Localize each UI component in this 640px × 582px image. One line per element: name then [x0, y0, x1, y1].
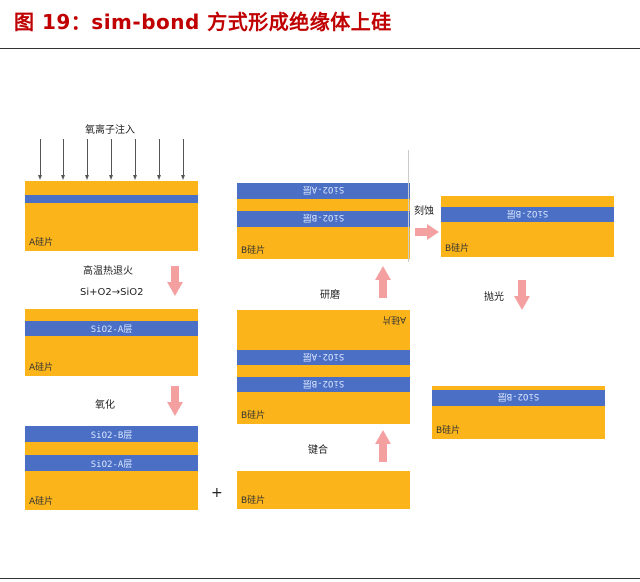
wafer-b: B硅片: [237, 471, 410, 509]
step-anneal-label: 高温热退火: [83, 266, 133, 277]
step-implant-label: 氧离子注入: [85, 125, 135, 136]
wafer-label: B硅片: [241, 496, 266, 506]
oxide-layer-label: SiO2-B层: [302, 378, 345, 388]
oxide-layer-label: SiO2-B层: [302, 212, 345, 223]
step-grind-label: 研磨: [320, 290, 340, 301]
step-etch-label: 刻蚀: [414, 206, 434, 217]
wafer-label: A硅片: [29, 363, 54, 373]
wafer-label-flipped: A硅片: [381, 314, 406, 324]
process-arrow-right: [415, 224, 439, 240]
step-oxidize-label: 氧化: [95, 400, 115, 411]
oxide-layer-label: SiO2-A层: [302, 351, 345, 361]
oxide-layer-label: SiO2-B层: [90, 430, 133, 441]
wafer-label: B硅片: [241, 246, 266, 256]
wafer-label: A硅片: [29, 238, 54, 248]
step-polish-label: 抛光: [484, 292, 504, 303]
oxide-layer-label: SiO2-A层: [302, 184, 345, 195]
figure-title: 图 19：sim-bond 方式形成绝缘体上硅: [14, 10, 392, 34]
wafer-bonded-stack: A硅片 SiO2-A层 SiO2-B层 B硅片: [237, 310, 410, 424]
wafer-label: B硅片: [241, 411, 266, 421]
process-arrow-down: [167, 386, 183, 416]
process-arrow-up: [375, 430, 391, 462]
bottom-rule: [0, 578, 640, 579]
wafer-ground: SiO2-A层 SiO2-B层 B硅片: [237, 183, 410, 259]
wafer-final-soi: SiO2-B层 B硅片: [432, 386, 605, 439]
process-arrow-down: [514, 280, 530, 310]
plus-sign: +: [211, 485, 223, 501]
divider-line: [408, 150, 409, 262]
oxide-layer-label: SiO2-B层: [506, 208, 549, 218]
process-arrow-down: [167, 266, 183, 296]
oxide-layer-label: SiO2-B层: [497, 391, 540, 402]
wafer-a-implanted: A硅片: [25, 181, 198, 251]
wafer-a-sio2-ab: SiO2-B层 SiO2-A层 A硅片: [25, 426, 198, 510]
wafer-etched: SiO2-B层 B硅片: [441, 196, 614, 257]
wafer-label: B硅片: [436, 426, 461, 436]
wafer-label: A硅片: [29, 497, 54, 507]
oxide-layer-label: SiO2-A层: [90, 459, 133, 470]
top-rule: [0, 48, 640, 49]
step-bond-label: 键合: [308, 445, 328, 456]
oxide-layer-label: SiO2-A层: [90, 325, 133, 335]
process-arrow-up: [375, 266, 391, 298]
wafer-a-sio2-a: SiO2-A层 A硅片: [25, 309, 198, 376]
wafer-label: B硅片: [445, 244, 470, 254]
step-reaction-label: Si+O2→SiO2: [80, 287, 144, 298]
